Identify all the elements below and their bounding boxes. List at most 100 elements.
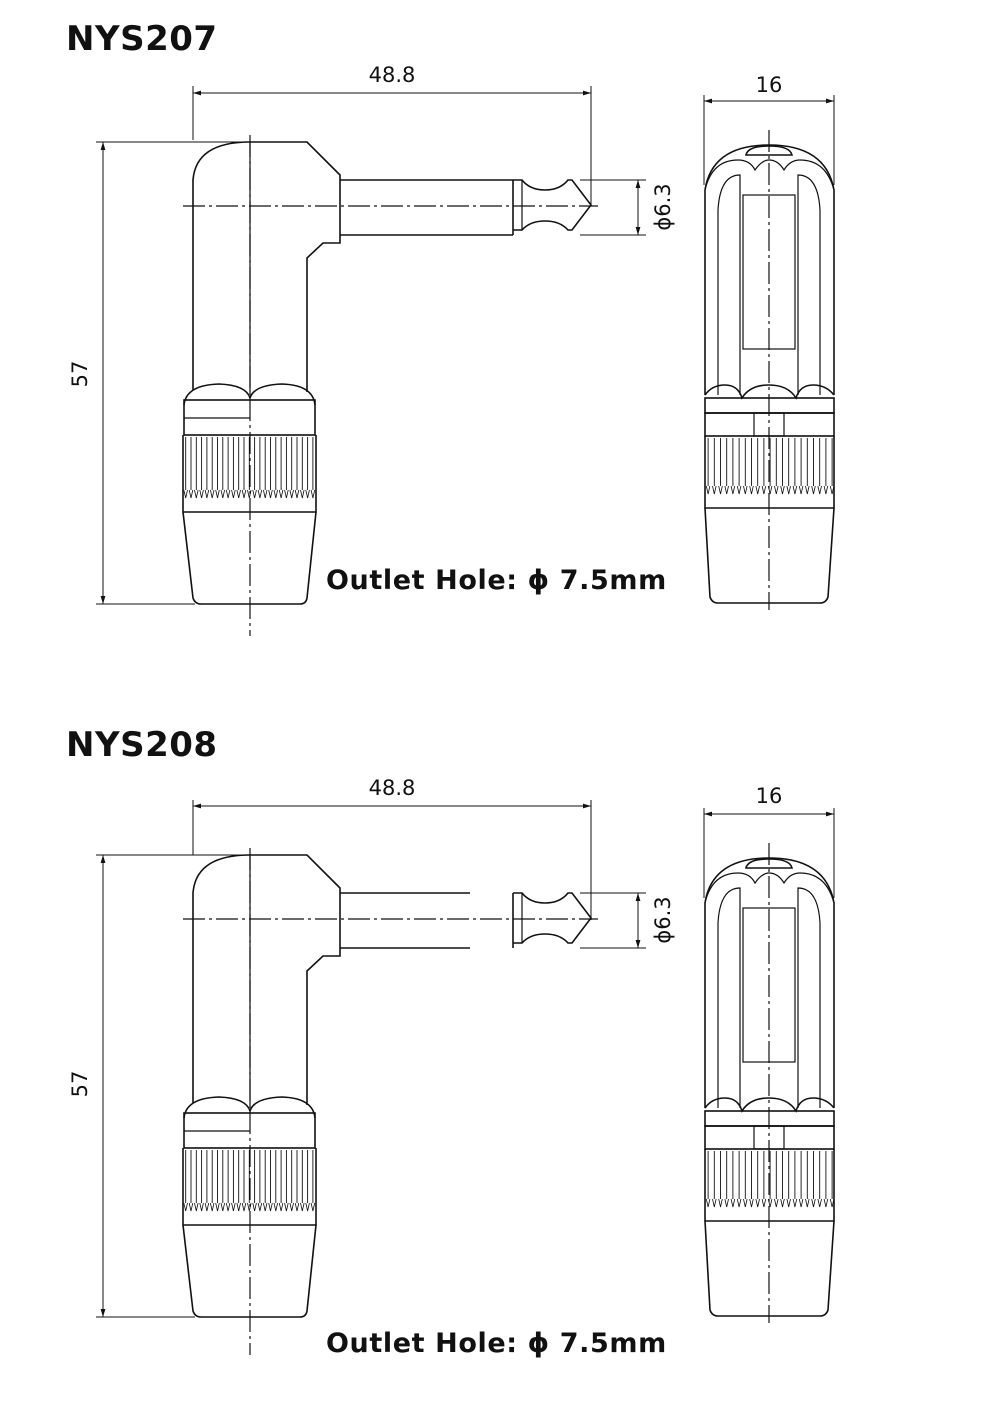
knurl-tooth — [289, 489, 294, 499]
knurl-tooth — [204, 1202, 210, 1212]
knurl-tooth — [215, 489, 220, 499]
knurl-tooth — [792, 485, 798, 495]
nys208-drawing: 48.8 57 ϕ6.3 16 — [68, 776, 835, 1355]
knurl-tooth — [774, 485, 779, 495]
knurl-tooth — [718, 1198, 723, 1208]
knurl-tooth — [268, 1202, 273, 1212]
knurl-tooth — [749, 485, 754, 495]
knurl-tooth — [749, 1198, 754, 1208]
knurl-tooth — [805, 485, 810, 495]
knurl-tooth — [273, 489, 278, 499]
knurl-tooth — [278, 489, 284, 499]
knurl-tooth — [712, 485, 717, 495]
width-label: 16 — [756, 73, 783, 97]
height-label: 57 — [68, 361, 92, 388]
knurl-tooth — [225, 1202, 231, 1212]
knurl-lines — [705, 438, 835, 495]
knurl-tooth — [236, 489, 241, 499]
model-title: NYS208 — [66, 725, 218, 765]
knurl-tooth — [761, 1198, 767, 1208]
knurl-tooth — [210, 489, 215, 499]
knurl-tooth — [220, 489, 225, 499]
knurl-tooth — [774, 1198, 779, 1208]
knurl-tooth — [241, 1202, 247, 1212]
knurl-tooth — [263, 1202, 268, 1212]
knurl-tooth — [273, 1202, 278, 1212]
knurl-tooth — [310, 489, 316, 499]
knurl-tooth — [811, 1198, 816, 1208]
knurl-tooth — [730, 1198, 736, 1208]
diameter-dimension: ϕ6.3 — [580, 892, 675, 949]
knurl-tooth — [257, 1202, 263, 1212]
knurl-tooth — [310, 1202, 316, 1212]
height-dimension: 57 — [68, 854, 250, 1318]
knurl-tooth — [204, 489, 210, 499]
knurl-tooth — [829, 485, 835, 495]
knurl-tooth — [823, 485, 829, 495]
knurl-tooth — [188, 1202, 194, 1212]
knurl-tooth — [798, 485, 804, 495]
height-label: 57 — [68, 1071, 92, 1098]
diameter-label: ϕ6.3 — [651, 896, 675, 943]
knurl-tooth — [252, 489, 257, 499]
knurl-tooth — [823, 1198, 829, 1208]
side-view — [182, 135, 598, 636]
knurl-tooth — [305, 489, 310, 499]
knurl-tooth — [792, 1198, 798, 1208]
knurl-tooth — [798, 1198, 804, 1208]
diameter-dimension: ϕ6.3 — [580, 179, 675, 236]
knurl-tooth — [210, 1202, 215, 1212]
knurl-tooth — [231, 489, 236, 499]
knurl-tooth — [188, 489, 194, 499]
knurl-tooth — [712, 1198, 717, 1208]
width-label: 16 — [756, 784, 783, 808]
knurl-tooth — [225, 489, 231, 499]
knurl-lines — [705, 1151, 835, 1208]
knurl-tooth — [743, 485, 748, 495]
knurl-tooth — [215, 1202, 220, 1212]
knurl-tooth — [294, 1202, 300, 1212]
length-dimension: 48.8 — [192, 776, 592, 920]
knurl-tooth — [199, 489, 204, 499]
knurl-tooth — [231, 1202, 236, 1212]
knurl-tooth — [194, 1202, 199, 1212]
knurl-tooth — [289, 1202, 294, 1212]
front-view: 16 — [703, 784, 835, 1323]
knurl-tooth — [724, 485, 729, 495]
knurl-tooth — [300, 1202, 305, 1212]
knurl-lines — [183, 1150, 316, 1212]
knurl-tooth — [263, 489, 268, 499]
nys207-drawing: 48.8 57 ϕ6.3 — [68, 63, 835, 636]
knurl-tooth — [236, 1202, 241, 1212]
knurl-tooth — [705, 485, 711, 495]
length-dimension: 48.8 — [192, 63, 592, 205]
knurl-tooth — [805, 1198, 810, 1208]
length-label: 48.8 — [369, 63, 416, 87]
knurl-tooth — [817, 1198, 822, 1208]
length-label: 48.8 — [369, 776, 416, 800]
knurl-tooth — [183, 1202, 188, 1212]
knurl-tooth — [811, 485, 816, 495]
knurl-tooth — [743, 1198, 748, 1208]
height-dimension: 57 — [68, 141, 250, 605]
knurl-tooth — [724, 1198, 729, 1208]
knurl-tooth — [780, 1198, 785, 1208]
knurl-tooth — [780, 485, 785, 495]
knurl-tooth — [817, 485, 822, 495]
knurl-tooth — [183, 489, 188, 499]
diameter-label: ϕ6.3 — [651, 183, 675, 230]
side-view — [182, 848, 598, 1355]
knurl-tooth — [278, 1202, 284, 1212]
knurl-tooth — [786, 1198, 791, 1208]
front-view: 16 — [703, 73, 835, 610]
knurl-tooth — [730, 485, 736, 495]
knurl-tooth — [199, 1202, 204, 1212]
knurl-tooth — [755, 485, 760, 495]
knurl-tooth — [755, 1198, 760, 1208]
knurl-tooth — [252, 1202, 257, 1212]
knurl-tooth — [284, 1202, 289, 1212]
knurl-tooth — [761, 485, 767, 495]
knurl-tooth — [257, 489, 263, 499]
knurl-tooth — [829, 1198, 835, 1208]
knurl-tooth — [241, 489, 247, 499]
